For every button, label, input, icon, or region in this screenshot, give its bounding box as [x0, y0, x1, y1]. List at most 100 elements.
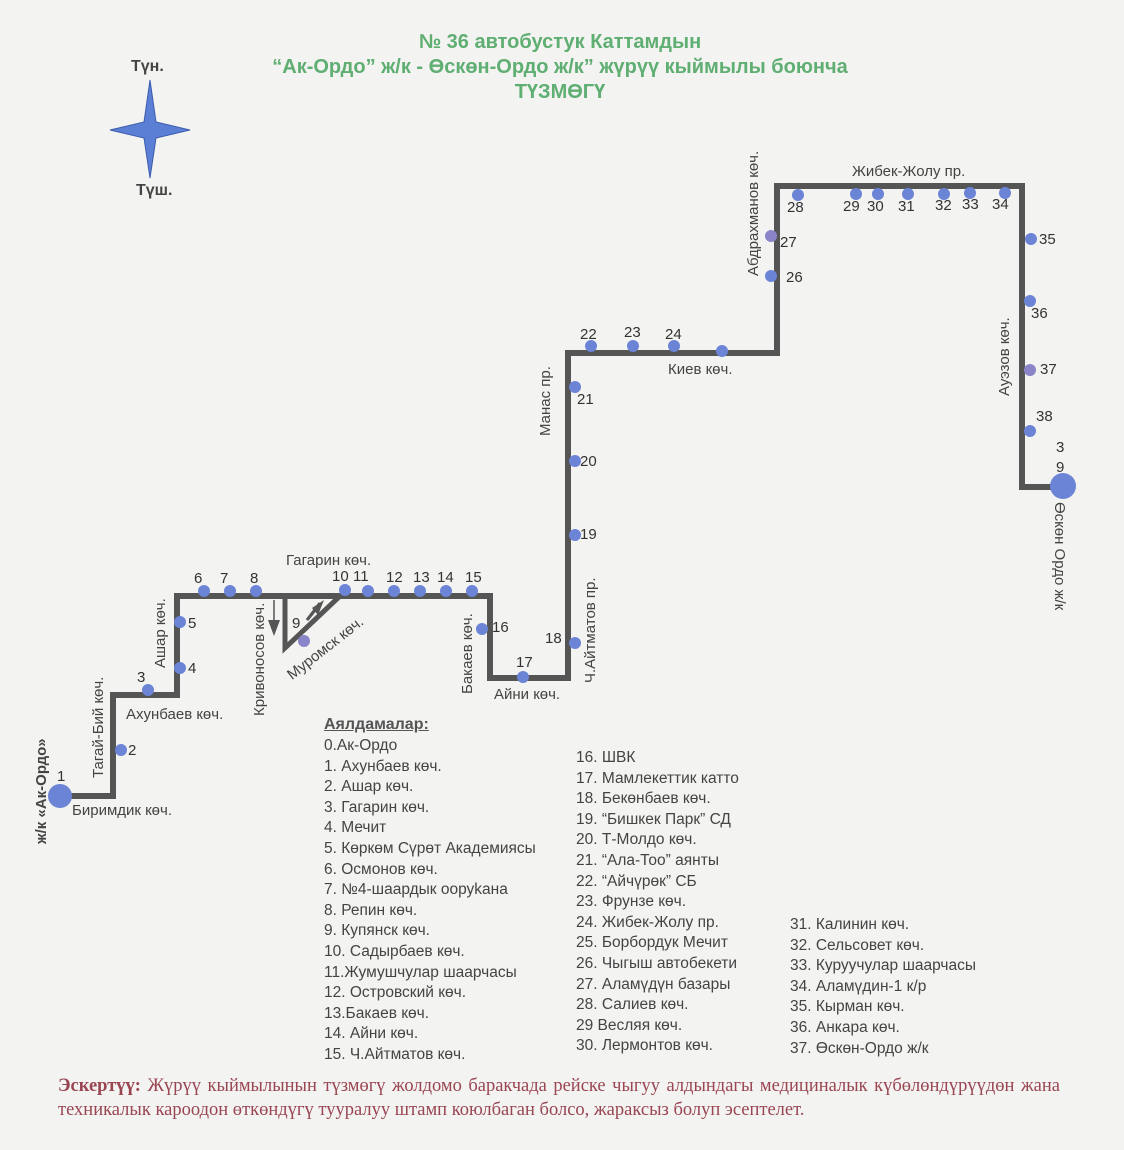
legend-stop-item: 2. Ашар көч.: [324, 778, 414, 796]
street-abdrakhmanov: Абдрахманов көч.: [745, 150, 762, 276]
bus-stop-marker: [569, 637, 581, 649]
bus-stop-number: 12: [386, 569, 403, 586]
bus-stop-marker: [298, 635, 310, 647]
title-line-3: ТҮЗМӨГҮ: [514, 81, 606, 103]
legend-stop-item: 35. Кырман көч.: [790, 998, 905, 1016]
bus-stop-number: 24: [665, 326, 682, 343]
legend-stop-item: 26. Чыгыш автобекети: [576, 954, 738, 972]
bus-stop-marker: [466, 585, 478, 597]
bus-stop-number: 31: [898, 198, 915, 215]
bus-stop-number: 34: [992, 196, 1009, 213]
legend-stop-item: 8. Репин көч.: [324, 901, 418, 919]
bus-stop-number: 2: [128, 742, 136, 759]
legend-column-3: 31. Калинин көч.32. Сельсовет көч.33. Ку…: [790, 915, 976, 1059]
bus-stop-number: 19: [580, 526, 597, 543]
bus-stop-number: 9: [292, 615, 300, 632]
bus-stop-number: 3: [137, 669, 145, 686]
bus-stop-marker: [362, 585, 374, 597]
direction-arrow-down-icon: [268, 600, 280, 636]
end-terminal-label: Өскөн Ордо ж/к: [1051, 502, 1068, 611]
bus-stop-marker: [224, 585, 236, 597]
legend-stop-item: 33. Куруучулар шаарчасы: [790, 957, 977, 975]
bus-stop-marker: [1025, 233, 1037, 245]
street-auezov: Ауэзов көч.: [996, 317, 1013, 396]
legend-stop-item: 20. Т-Молдо көч.: [576, 831, 697, 849]
legend-stop-item: 16. ШВК: [576, 749, 636, 766]
bus-stop-number: 6: [194, 570, 202, 587]
bus-stop-marker: [569, 455, 581, 467]
compass-star-icon: [109, 79, 191, 179]
bus-stop-marker: [765, 270, 777, 282]
legend-stop-item: 1. Ахунбаев көч.: [324, 757, 442, 775]
street-akhunbaev: Ахунбаев көч.: [126, 706, 224, 723]
bus-stop-marker: [174, 616, 186, 628]
bus-stop-number: 30: [867, 198, 884, 215]
bus-stop-marker: [250, 585, 262, 597]
legend-stop-item: 18. Бекөнбаев көч.: [576, 790, 711, 808]
bus-stop-marker: [1050, 473, 1076, 499]
legend-stop-item: 15. Ч.Айтматов көч.: [324, 1045, 466, 1063]
bus-stop-number: 11: [353, 568, 369, 585]
bus-stop-number: 1: [57, 768, 65, 785]
bus-stop-number: 26: [786, 269, 803, 286]
street-bakaev: Бакаев көч.: [459, 613, 476, 694]
legend-stop-item: 36. Анкара көч.: [790, 1018, 900, 1036]
bus-stop-marker: [964, 187, 976, 199]
legend-stop-item: 6. Осмонов көч.: [324, 860, 438, 878]
street-ashar: Ашар көч.: [152, 598, 169, 668]
legend-heading: Аялдамалар:: [324, 716, 429, 733]
bus-stop-marker: [668, 340, 680, 352]
bus-stop-number: 18: [545, 630, 562, 647]
legend-stop-item: 3. Гагарин көч.: [324, 798, 430, 816]
legend-stop-item: 37. Өскөн-Ордо ж/к: [790, 1039, 929, 1057]
bus-stop-number: 8: [250, 570, 258, 587]
legend-stop-item: 5. Көркөм Сүрөт Академиясы: [324, 839, 536, 857]
bus-stop-marker: [938, 188, 950, 200]
legend-stop-item: 21. “Ала-Тоо” аянты: [576, 851, 719, 869]
route-line: [60, 183, 1063, 799]
bus-stop-number: 21: [577, 391, 594, 408]
bus-stop-marker: [1024, 425, 1036, 437]
bus-stop-marker: [872, 188, 884, 200]
bus-stop-marker: [198, 585, 210, 597]
bus-stop-number: 23: [624, 324, 641, 341]
legend-stop-item: 31. Калинин көч.: [790, 916, 910, 933]
legend-stop-item: 17. Мамлекеттик катто: [576, 769, 739, 787]
compass-north-label: Түн.: [131, 58, 164, 75]
bus-stop-marker: [339, 584, 351, 596]
muromsk-loop-line: [282, 594, 342, 654]
legend-stop-item: 12. Островский көч.: [324, 984, 466, 1002]
bus-stop-number: 17: [516, 654, 533, 671]
bus-stop-marker: [569, 381, 581, 393]
bus-stop-number: 7: [220, 570, 228, 587]
bus-stop-marker: [999, 187, 1011, 199]
legend-stop-item: 13.Бакаев көч.: [324, 1004, 430, 1022]
legend-stop-item: 24. Жибек-Жолу пр.: [576, 913, 719, 931]
legend-stop-item: 23. Фрунзе көч.: [576, 893, 687, 911]
legend-stop-item: 11.Жумушчулар шаарчасы: [324, 963, 517, 981]
bus-stop-number: 14: [437, 569, 454, 586]
bus-stop-marker: [414, 585, 426, 597]
legend-stop-item: 22. “Айчүрөк” СБ: [576, 872, 697, 890]
bus-stop-marker: [1024, 364, 1036, 376]
street-aini: Айни көч.: [494, 686, 561, 703]
bus-stop-number: 13: [413, 569, 430, 586]
bus-stop-marker: [902, 188, 914, 200]
legend-stop-item: 34. Аламүдин-1 к/р: [790, 977, 927, 995]
legend-stop-item: 9. Купянск көч.: [324, 922, 430, 940]
bus-stop-number: 37: [1040, 361, 1057, 378]
street-gagarin: Гагарин көч.: [286, 552, 372, 569]
title-line-2: “Ак-Ордо” ж/к - Өскөн-Ордо ж/к” жүрүү кы…: [272, 56, 848, 78]
bus-stop-marker: [569, 529, 581, 541]
bus-stop-marker: [850, 188, 862, 200]
legend-stop-item: 27. Аламүдүн базары: [576, 975, 731, 993]
note-text: Жүрүү кыймылынын түзмөгү жолдомо баракча…: [58, 1076, 1060, 1120]
legend-stop-item: 25. Борбордук Мечит: [576, 934, 728, 952]
street-birimdik: Биримдик көч.: [72, 802, 173, 819]
start-terminal-label: ж/к «Ак-Ордо»: [33, 738, 50, 844]
bus-stop-marker: [716, 345, 728, 357]
bus-stop-number: 5: [188, 615, 196, 632]
bus-stop-marker: [517, 671, 529, 683]
bus-stop-marker: [1024, 295, 1036, 307]
